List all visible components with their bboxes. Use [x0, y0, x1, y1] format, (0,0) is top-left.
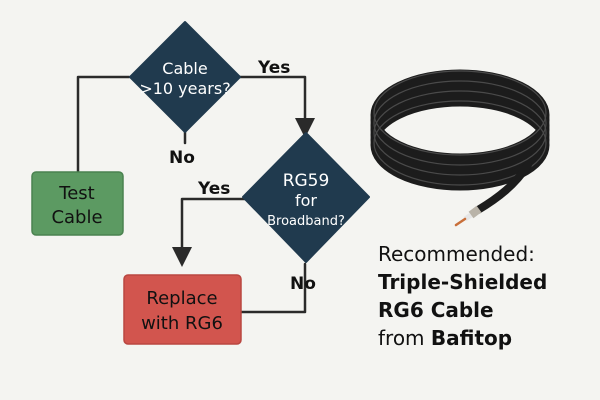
process-text-line: Cable — [51, 207, 102, 228]
edge-d1-to-test — [76, 75, 131, 174]
recommendation-product-line: Triple-Shielded — [378, 270, 548, 294]
edge-d2-no — [238, 262, 307, 314]
decision-rg59: RG59 for Broadband? — [242, 132, 370, 263]
process-box — [123, 274, 242, 345]
edge-label-yes: Yes — [257, 58, 290, 78]
decision-diamond — [242, 132, 370, 263]
decision-text-line: Broadband? — [267, 214, 345, 229]
decision-text-line: Cable — [162, 59, 207, 78]
recommendation-heading: Recommended: — [378, 242, 535, 266]
brand-name: Bafitop — [430, 326, 513, 350]
process-text-line: Replace — [146, 288, 217, 309]
edge-label-no: No — [290, 274, 316, 294]
edge-label-yes: Yes — [197, 179, 230, 199]
coax-cable-illustration — [370, 69, 550, 227]
recommendation-panel: Recommended: Triple-Shielded RG6 Cable f… — [378, 240, 593, 352]
edge-label-no: No — [169, 148, 195, 168]
decision-text-line: RG59 — [283, 171, 330, 191]
process-text-line: Test — [58, 183, 94, 204]
process-replace-rg6: Replace with RG6 — [123, 274, 242, 345]
connectors — [76, 75, 315, 314]
process-test-cable: Test Cable — [31, 171, 124, 236]
edge-d2-yes — [172, 197, 248, 267]
recommendation-product-line: RG6 Cable — [378, 298, 494, 322]
decision-text-line: for — [295, 191, 317, 210]
decision-cable-age: Cable >10 years? — [129, 21, 241, 133]
process-box — [31, 171, 124, 236]
edge-d1-yes — [238, 75, 315, 138]
process-text-line: with RG6 — [141, 313, 223, 334]
decision-diamond — [129, 21, 241, 133]
recommendation-brand-line: from Bafitop — [378, 324, 593, 352]
decision-text-line: >10 years? — [139, 79, 230, 98]
brand-prefix: from — [378, 326, 431, 350]
